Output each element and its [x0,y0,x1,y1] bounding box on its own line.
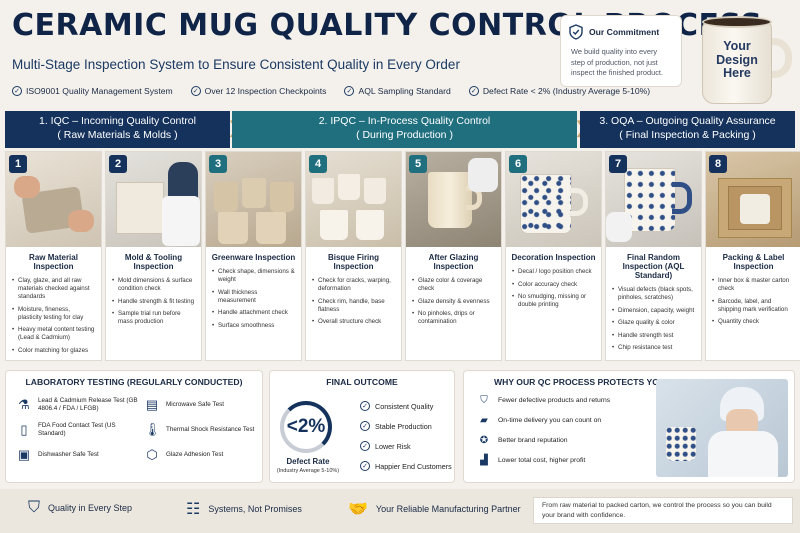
lab-item: ⚗Lead & Cadmium Release Test (GB 4806.4 … [16,397,144,413]
final-inspection-photo [606,152,701,247]
fda-icon: ▯ [20,422,28,437]
outcome-item: ✓Happier End Customers [360,461,452,471]
hero-mug-image: Your Design Here [690,6,798,108]
step-number: 5 [409,155,427,173]
defect-rate-sub: (Industry Average 5-10%) [276,468,340,474]
footer-tagline: From raw material to packed carton, we c… [533,497,793,524]
step-title: After Glazing Inspection [428,253,479,271]
feature-item: ✓Over 12 Inspection Checkpoints [190,86,326,96]
step-card: 7 Final Random Inspection (AQL Standard)… [605,151,702,361]
why-title: WHY OUR QC PROCESS PROTECTS YOUR BUSINES… [494,377,718,387]
footer-item: ☷Systems, Not Promises [186,501,302,518]
lab-item: ⬡Glaze Adhesion Test [144,447,266,463]
handshake-icon: 🤝 [348,501,368,518]
step-card: 5 After Glazing Inspection Glaze color &… [405,151,502,361]
why-item: ✪Better brand reputation [479,435,568,446]
glaze-icon: ⬡ [146,447,158,462]
outcome-item: ✓Lower Risk [360,441,452,451]
step-card: 4 Bisque Firing Inspection Check for cra… [305,151,402,361]
inspector-photo [656,379,788,477]
defect-rate-gauge: <2% [280,401,332,453]
check-icon: ✓ [360,441,370,451]
check-icon: ✓ [360,461,370,471]
chart-icon: ▟ [480,455,488,466]
phase-banner-iqc: 1. IQC – Incoming Quality Control( Raw M… [5,111,230,148]
step-number: 1 [9,155,27,173]
check-icon: ✓ [344,86,355,96]
step-card: 3 Greenware Inspection Check shape, dime… [205,151,302,361]
step-card: 2 Mold & Tooling Inspection Mold dimensi… [105,151,202,361]
footer-item: ⛉Quality in Every Step [28,499,133,516]
check-icon: ✓ [468,86,479,96]
step-title: Greenware Inspection [211,253,296,262]
dishwasher-icon: ▣ [17,447,31,462]
step-card: 8 Packing & Label Inspection Inner box &… [705,151,800,361]
lab-item: 🌡Thermal Shock Resistance Test [144,422,255,437]
thermometer-icon: 🌡 [144,422,161,437]
step-number: 7 [609,155,627,173]
why-item: ⛉Fewer defective products and returns [478,395,610,406]
inspection-steps: 1 Raw Material Inspection Clay, glaze, a… [5,151,800,361]
lab-item: ▣Dishwasher Safe Test [17,447,99,462]
packing-photo [706,152,800,247]
truck-icon: ▰ [480,415,488,426]
step-card: 1 Raw Material Inspection Clay, glaze, a… [5,151,102,361]
step-number: 3 [209,155,227,173]
check-icon: ✓ [360,421,370,431]
feature-row: ✓ISO9001 Quality Management System ✓Over… [12,86,650,96]
step-title: Mold & Tooling Inspection [124,253,183,271]
outcome-title: FINAL OUTCOME [326,377,398,387]
outcome-item: ✓Stable Production [360,421,452,431]
commitment-box: Our Commitment We build quality into eve… [560,15,682,87]
outcome-item: ✓Consistent Quality [360,401,452,411]
lab-testing-panel: LABORATORY TESTING (REGULARLY CONDUCTED)… [5,370,263,483]
check-icon: ✓ [360,401,370,411]
step-title: Final Random Inspection (AQL Standard) [622,253,685,280]
step-number: 8 [709,155,727,173]
check-icon: ✓ [12,86,22,96]
commitment-text: We build quality into every step of prod… [571,47,664,78]
checklist-icon: ☷ [186,501,201,518]
lab-item: ▯FDA Food Contact Test (US Standard) [16,422,144,438]
why-item: ▟Lower total cost, higher profit [478,455,610,466]
step-number: 2 [109,155,127,173]
phase-banner-ipqc: 2. IPQC – In-Process Quality Control( Du… [232,111,577,148]
shield-check-icon [569,24,583,40]
step-title: Decoration Inspection [511,253,596,262]
bisque-photo [306,152,401,247]
check-icon: ✓ [190,86,201,96]
flask-icon: ⚗ [18,397,30,412]
lab-title: LABORATORY TESTING (REGULARLY CONDUCTED) [25,377,243,387]
phase-banner-oqa: 3. OQA – Outgoing Quality Assurance( Fin… [580,111,795,148]
step-number: 6 [509,155,527,173]
footer-bar: ⛉Quality in Every Step ☷Systems, Not Pro… [0,489,800,533]
step-card: 6 Decoration Inspection Decal / logo pos… [505,151,602,361]
step-title: Bisque Firing Inspection [327,253,380,271]
step-title: Raw Material Inspection [29,253,78,271]
footer-item: 🤝Your Reliable Manufacturing Partner [348,501,521,518]
shield-check-icon: ⛉ [28,499,41,516]
shield-icon: ⛉ [480,395,488,406]
commitment-title: Our Commitment [589,27,660,37]
defect-rate-label: Defect Rate [286,457,330,466]
step-number: 4 [309,155,327,173]
microwave-icon: ▤ [145,397,159,412]
why-item: ▰On-time delivery you can count on [478,415,610,426]
medal-icon: ✪ [479,435,489,446]
page-subtitle: Multi-Stage Inspection System to Ensure … [12,57,460,72]
hero-mug-text: Your Design Here [716,39,758,80]
feature-item: ✓AQL Sampling Standard [344,86,451,96]
step-title: Packing & Label Inspection [722,253,785,271]
lab-item: ▤Microwave Safe Test [145,397,224,412]
feature-item: ✓Defect Rate < 2% (Industry Average 5-10… [468,86,650,96]
feature-item: ✓ISO9001 Quality Management System [12,86,173,96]
why-panel: WHY OUR QC PROCESS PROTECTS YOUR BUSINES… [463,370,795,483]
final-outcome-panel: FINAL OUTCOME <2% Defect Rate (Industry … [269,370,455,483]
